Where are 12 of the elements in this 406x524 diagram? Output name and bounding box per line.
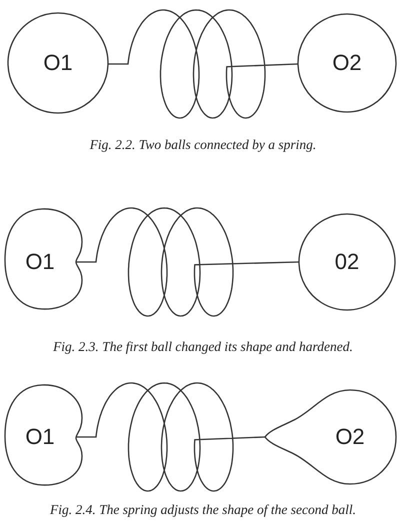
ball-label: O1 [25, 249, 55, 275]
ball-label: O2 [335, 424, 365, 450]
ball-label: O1 [25, 424, 55, 450]
figure-caption: Fig. 2.4. The spring adjusts the shape of the second ball. [49, 502, 357, 518]
ball-label: O2 [332, 50, 362, 76]
ball-label: 02 [334, 249, 360, 275]
spring [76, 207, 300, 317]
figure-caption: Fig. 2.3. The first ball changed its shape and hardened. [52, 339, 354, 355]
ball-label: O1 [43, 50, 73, 76]
figure-caption: Fig. 2.2. Two balls connected by a spring. [88, 137, 318, 153]
spring [76, 382, 266, 492]
spring [108, 9, 298, 119]
